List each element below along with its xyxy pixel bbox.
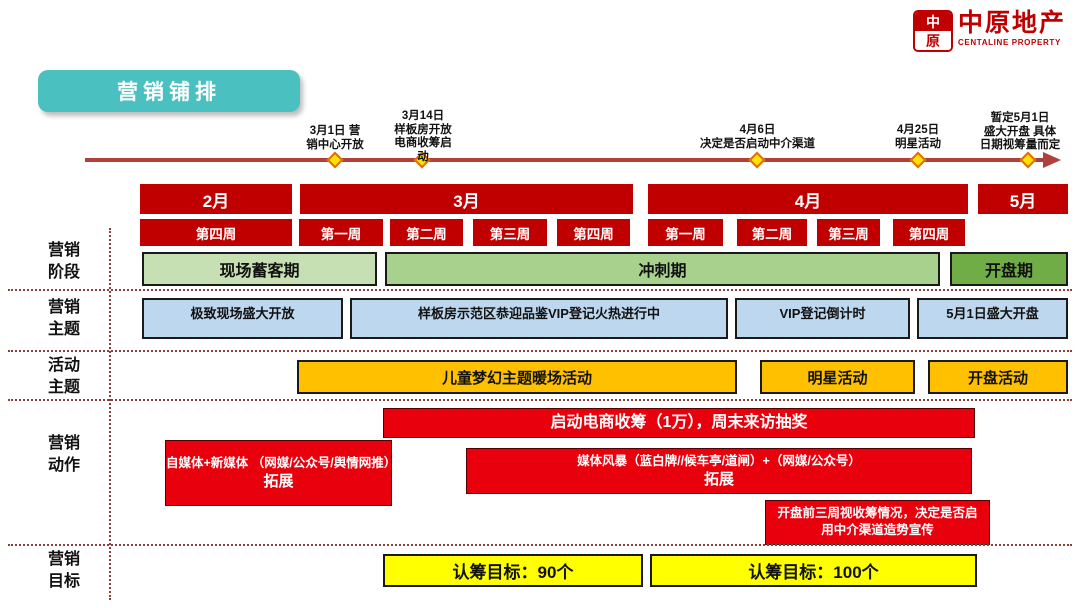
stage-cell: 冲刺期 — [385, 252, 940, 286]
week-cell: 第一周 — [299, 219, 383, 246]
month-cell: 3月 — [300, 184, 633, 214]
action-emphasis: 拓展 — [703, 470, 734, 488]
row-label-action: 营销 动作 — [47, 435, 80, 474]
theme-cell: 样板房示范区恭迎品鉴VIP登记火热进行中 — [350, 298, 728, 339]
week-cell: 第二周 — [390, 219, 463, 246]
milestone-diamond-icon — [1019, 151, 1037, 169]
action-text: 媒体风暴（蓝白牌//候车亭/道闸）+（网媒/公众号） — [577, 453, 861, 468]
milestone-diamond-icon — [909, 151, 927, 169]
divider-horizontal — [8, 289, 1072, 291]
action-box: 媒体风暴（蓝白牌//候车亭/道闸）+（网媒/公众号） 拓展 — [466, 448, 972, 494]
week-cell: 第三周 — [817, 219, 880, 246]
action-text: 启动电商收筹（1万），周末来访抽奖 — [550, 414, 808, 432]
row-label-stage: 营销 阶段 — [47, 242, 80, 281]
company-logo: 中 原 中原地产 CENTALINE PROPERTY — [912, 9, 1066, 52]
logo-seal-bottom: 原 — [914, 31, 951, 50]
milestone-diamond-icon — [748, 151, 766, 169]
logo-name: 中原地产 — [957, 9, 1066, 37]
page-title: 营销铺排 — [38, 70, 300, 112]
week-cell: 第四周 — [557, 219, 630, 246]
action-text: 开盘前三周视收筹情况，决定是否启用中介渠道造势宣传 — [777, 506, 978, 537]
milestone-label: 3月14日 样板房开放 电商收筹启 动 — [394, 110, 452, 163]
theme-cell: 极致现场盛大开放 — [142, 298, 343, 339]
action-box: 开盘前三周视收筹情况，决定是否启用中介渠道造势宣传 — [765, 500, 990, 545]
milestone-diamond-icon — [326, 151, 344, 169]
row-label-activity: 活动 主题 — [47, 357, 80, 396]
month-cell: 2月 — [140, 184, 292, 214]
week-cell: 第二周 — [737, 219, 807, 246]
action-text: 自媒体+新媒体 （网媒/公众号/舆情网推） — [166, 455, 392, 470]
goal-box: 认筹目标：90个 — [383, 554, 643, 587]
divider-horizontal — [8, 399, 1072, 401]
goal-box: 认筹目标：100个 — [650, 554, 977, 587]
action-box: 启动电商收筹（1万），周末来访抽奖 — [383, 408, 975, 438]
divider-horizontal — [8, 544, 1072, 546]
month-cell: 4月 — [648, 184, 968, 214]
activity-cell: 明星活动 — [760, 360, 915, 394]
action-emphasis: 拓展 — [263, 472, 294, 490]
activity-cell: 儿童梦幻主题暖场活动 — [297, 360, 737, 394]
row-label-goal: 营销 目标 — [47, 551, 80, 590]
logo-seal-top: 中 — [914, 12, 951, 31]
week-cell: 第三周 — [473, 219, 547, 246]
week-cell: 第四周 — [893, 219, 965, 246]
theme-cell: 5月1日盛大开盘 — [917, 298, 1068, 339]
activity-cell: 开盘活动 — [928, 360, 1068, 394]
timeline-line — [85, 158, 1043, 162]
divider-horizontal — [8, 350, 1072, 352]
logo-seal-icon: 中 原 — [912, 10, 953, 52]
action-box: 自媒体+新媒体 （网媒/公众号/舆情网推） 拓展 — [165, 440, 392, 506]
stage-cell: 开盘期 — [950, 252, 1068, 286]
logo-tagline: CENTALINE PROPERTY — [957, 37, 1061, 47]
stage-cell: 现场蓄客期 — [142, 252, 377, 286]
milestone-label: 4月25日 明星活动 — [895, 124, 941, 150]
theme-cell: VIP登记倒计时 — [735, 298, 910, 339]
timeline-arrowhead-icon — [1043, 152, 1061, 168]
milestone-label: 3月1日 营 销中心开放 — [306, 125, 364, 151]
week-cell: 第一周 — [648, 219, 723, 246]
divider-vertical — [109, 228, 111, 600]
milestone-label: 暂定5月1日 盛大开盘 具体 日期视筹量而定 — [979, 112, 1061, 152]
week-cell: 第四周 — [140, 219, 292, 246]
milestone-label: 4月6日 决定是否启动中介渠道 — [700, 124, 815, 150]
month-cell: 5月 — [978, 184, 1068, 214]
row-label-theme: 营销 主题 — [47, 299, 80, 338]
